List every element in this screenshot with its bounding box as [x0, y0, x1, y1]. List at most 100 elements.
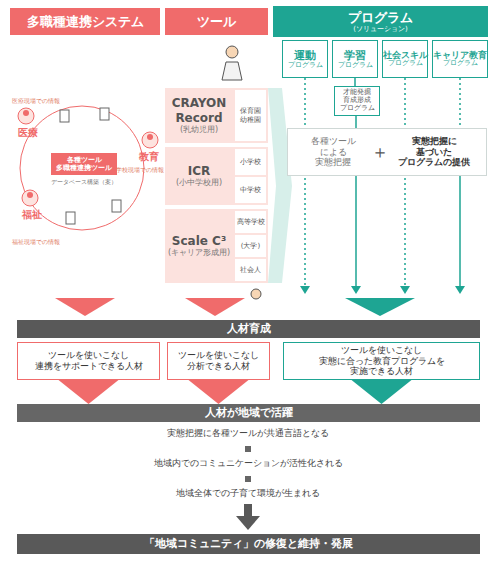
person-body [222, 62, 242, 80]
node-text: (キャリア形成用) [168, 248, 230, 258]
program-box: 学習プログラム [332, 40, 378, 78]
down-arrow-shaft [244, 504, 252, 517]
school-box: 社会人 [235, 259, 266, 281]
header-bar: ツール [165, 8, 268, 35]
label-text: 教育 [139, 151, 159, 163]
node-text: CRAYON Record [165, 96, 233, 125]
arrow-triangle [189, 380, 249, 404]
node-text: 社会スキル [383, 50, 428, 60]
node-text: プログラム [388, 60, 423, 68]
label-text: 地域内でのコミュニケーションが活性化される [154, 458, 343, 468]
section-band: 人材育成 [17, 320, 480, 338]
node-text: プログラム [338, 62, 373, 70]
document-icon [60, 110, 69, 122]
header-bar: 多職種連携システム [10, 8, 160, 35]
arrow-head [300, 286, 310, 294]
node-text: プログラム [348, 10, 413, 26]
person-head [147, 134, 153, 140]
node-text: ツール [197, 14, 236, 30]
document-icon [100, 108, 109, 120]
school-box: 保育園 幼稚園 [235, 90, 266, 141]
person-head [226, 46, 238, 58]
node-text: 各種ツール による 実態把握 [303, 136, 363, 168]
school-box: 高等学校 [235, 211, 266, 233]
person-icon [142, 132, 158, 148]
role-box: ツールを使いこなし 実態に合った教育プログラムを 実施できる人材 [283, 342, 480, 380]
node-text: 小学校 [240, 158, 261, 166]
down-triangle [185, 298, 245, 316]
document-icon [66, 212, 75, 224]
node-text: (大学) [241, 242, 260, 250]
document-icon [112, 200, 121, 212]
node-text: 実態把握に 基づいた プログラムの提供 [397, 136, 471, 168]
down-triangle [55, 298, 115, 316]
person-head [251, 289, 261, 299]
program-arrow [459, 176, 461, 288]
node-text: (小中学校用) [176, 178, 222, 188]
node-text: 多職種連携システム [27, 14, 144, 30]
node-text: データベース構築（案） [51, 178, 117, 185]
school-box: 中学校 [235, 177, 266, 203]
node-text: Scale C³ [172, 234, 226, 248]
section-band: 「地域コミュニティ」の修復と維持・発展 [17, 534, 480, 554]
program-arrow [304, 78, 306, 288]
node-text: ICR [188, 164, 211, 178]
tool-band: ICR(小中学校用) 小学校中学校 [165, 147, 268, 205]
node-text: (ソリューション) [353, 25, 407, 33]
program-box: 社会スキルプログラム [382, 40, 428, 78]
label-text: 実態把握に各種ツールが共通言語となる [167, 428, 329, 438]
section-band: 人材が地域で活躍 [17, 404, 480, 422]
node-text: (乳幼児用) [180, 125, 218, 135]
program-box: 才能発掘 育成形成 プログラム [334, 86, 380, 116]
label-text: 福祉現場での情報 [12, 238, 60, 245]
node-text: 「地域コミュニティ」の修復と維持・発展 [144, 537, 353, 550]
arrow-head [455, 286, 465, 294]
label-text: 医療 [18, 127, 38, 139]
flow-chevron [268, 88, 292, 283]
program-arrow [404, 78, 406, 288]
center-box: 各種ツール 多職種連携ツールデータベース構築（案） [42, 146, 126, 192]
down-arrow-head [236, 516, 260, 530]
header-bar: プログラム(ソリューション) [273, 6, 488, 37]
node-text: ツールを使いこなし 実態に合った教育プログラムを 実施できる人材 [284, 345, 479, 377]
arrow-head [351, 286, 361, 294]
program-box: キャリア教育プログラム [432, 40, 488, 78]
node-text: ツールを使いこなし 分析できる人材 [168, 350, 269, 372]
node-text: 才能発掘 育成形成 プログラム [335, 89, 379, 112]
school-box: (大学) [235, 235, 266, 257]
node-text: ＋ [371, 141, 389, 163]
step-marker [245, 446, 251, 452]
node-text: 人材育成 [227, 322, 271, 335]
person-head [23, 110, 29, 116]
node-text: 社会人 [240, 266, 261, 274]
arrow-triangle [352, 380, 412, 404]
node-text: 中学校 [240, 186, 261, 194]
arrow-triangle [59, 380, 119, 404]
label-text: 学校現場での情報 [116, 166, 164, 173]
role-box: ツールを使いこなし 分析できる人材 [167, 342, 270, 380]
label-text: 医療現場での情報 [12, 97, 60, 104]
school-box: 小学校 [235, 149, 266, 175]
node-text: 運動 [294, 49, 316, 62]
label-text: 地域全体での子育て環境が生まれる [176, 488, 320, 498]
node-text: キャリア教育 [433, 50, 487, 60]
tool-band: CRAYON Record(乳幼児用) 保育園 幼稚園 [165, 88, 268, 143]
node-text: 学習 [344, 49, 366, 62]
program-box: 運動プログラム [282, 40, 328, 78]
node-text: ツールを使いこなし 連携をサポートできる人材 [18, 350, 159, 372]
summary-box: 各種ツール による 実態把握 ＋ 実態把握に 基づいた プログラムの提供 [287, 128, 487, 176]
node-text: プログラム [288, 62, 323, 70]
node-text: 人材が地域で活躍 [205, 406, 293, 419]
node-text: プログラム [443, 60, 478, 68]
node-text: 保育園 幼稚園 [235, 107, 266, 124]
person-icon [18, 108, 34, 124]
role-box: ツールを使いこなし 連携をサポートできる人材 [17, 342, 160, 380]
person-head [27, 192, 33, 198]
step-marker [245, 476, 251, 482]
person-icon [22, 190, 38, 206]
arrow-head [400, 286, 410, 294]
tool-band: Scale C³(キャリア形成用) 高等学校 (大学) 社会人 [165, 209, 268, 283]
